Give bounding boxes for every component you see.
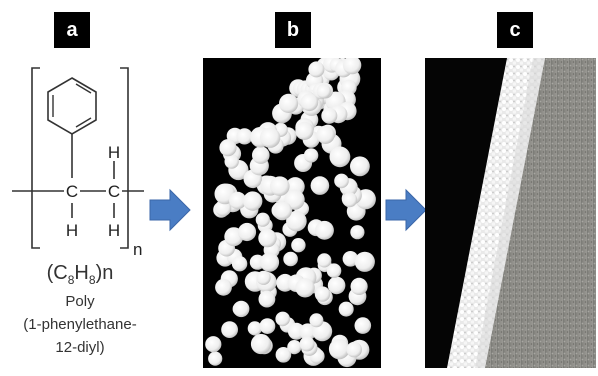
bead [321, 107, 338, 124]
panel-label-a: a [54, 12, 90, 48]
bead [247, 321, 262, 336]
bead [354, 251, 375, 272]
panel-label-c: c [497, 12, 533, 48]
bead [300, 93, 319, 112]
bead [237, 222, 257, 242]
bead [295, 278, 315, 298]
bead [329, 146, 351, 168]
bead [252, 146, 270, 164]
benzene-ring [47, 77, 97, 135]
bead [256, 270, 271, 285]
bead [303, 148, 319, 163]
bead [327, 276, 346, 295]
bead [279, 93, 299, 113]
bead [231, 256, 248, 272]
atom-h-top: H [108, 143, 120, 162]
bead [219, 139, 237, 157]
bead [299, 323, 317, 341]
bead [243, 191, 263, 211]
bead [310, 176, 330, 195]
bead [250, 333, 272, 355]
bead [326, 263, 342, 278]
bead [287, 340, 302, 355]
bead [283, 251, 298, 267]
bead [259, 318, 276, 334]
bead [317, 253, 332, 268]
bead [259, 127, 281, 148]
bead [275, 347, 292, 363]
bead [221, 321, 238, 338]
atom-c2: C [108, 182, 120, 201]
bead [205, 336, 222, 353]
atom-c1: C [66, 182, 78, 201]
bead [255, 212, 270, 227]
bead [342, 192, 358, 208]
chemical-formula: (C8H8)n [46, 262, 114, 287]
atom-h-bottom: H [108, 221, 120, 240]
right-bracket [120, 67, 129, 249]
bead [308, 61, 325, 78]
bead [314, 286, 331, 302]
polystyrene-structure: C C H H H n [12, 67, 144, 258]
polymer-name-line-3: 12-diyl) [55, 339, 105, 356]
polymer-name-line-1: Poly [65, 293, 95, 310]
bead [258, 228, 277, 248]
bead [259, 252, 280, 272]
bead [286, 210, 307, 232]
bead [350, 225, 365, 240]
bead [342, 58, 362, 75]
arrow-right-icon [385, 188, 427, 232]
bead [309, 313, 324, 328]
bead [350, 277, 368, 295]
bead [342, 251, 359, 267]
bead [208, 351, 223, 366]
left-bracket [31, 67, 40, 249]
panel-label-b: b [275, 12, 311, 48]
arrow-right-icon [149, 188, 191, 232]
bead [229, 191, 247, 210]
polymer-name-line-2: (1-phenylethane- [23, 316, 137, 333]
bead [328, 338, 350, 360]
bead [258, 290, 276, 308]
foam-cross-section-photo [425, 58, 596, 368]
bead [346, 341, 362, 358]
bead [338, 301, 354, 317]
bead [270, 176, 290, 196]
bead [274, 201, 292, 220]
bead [295, 121, 314, 140]
atom-h-left: H [66, 221, 78, 240]
bead [291, 238, 306, 253]
subscript-n: n [133, 240, 142, 258]
bead [354, 317, 372, 334]
bead [334, 173, 349, 189]
bead [224, 154, 239, 169]
bead [316, 84, 331, 99]
bead [316, 125, 335, 144]
bead [315, 220, 334, 240]
bead [299, 336, 315, 352]
bead [350, 156, 370, 177]
polystyrene-beads-photo [203, 58, 381, 368]
bead [233, 300, 250, 318]
bead [275, 311, 290, 327]
bead [215, 278, 232, 296]
bead-cluster [205, 58, 376, 368]
bead [236, 128, 253, 145]
